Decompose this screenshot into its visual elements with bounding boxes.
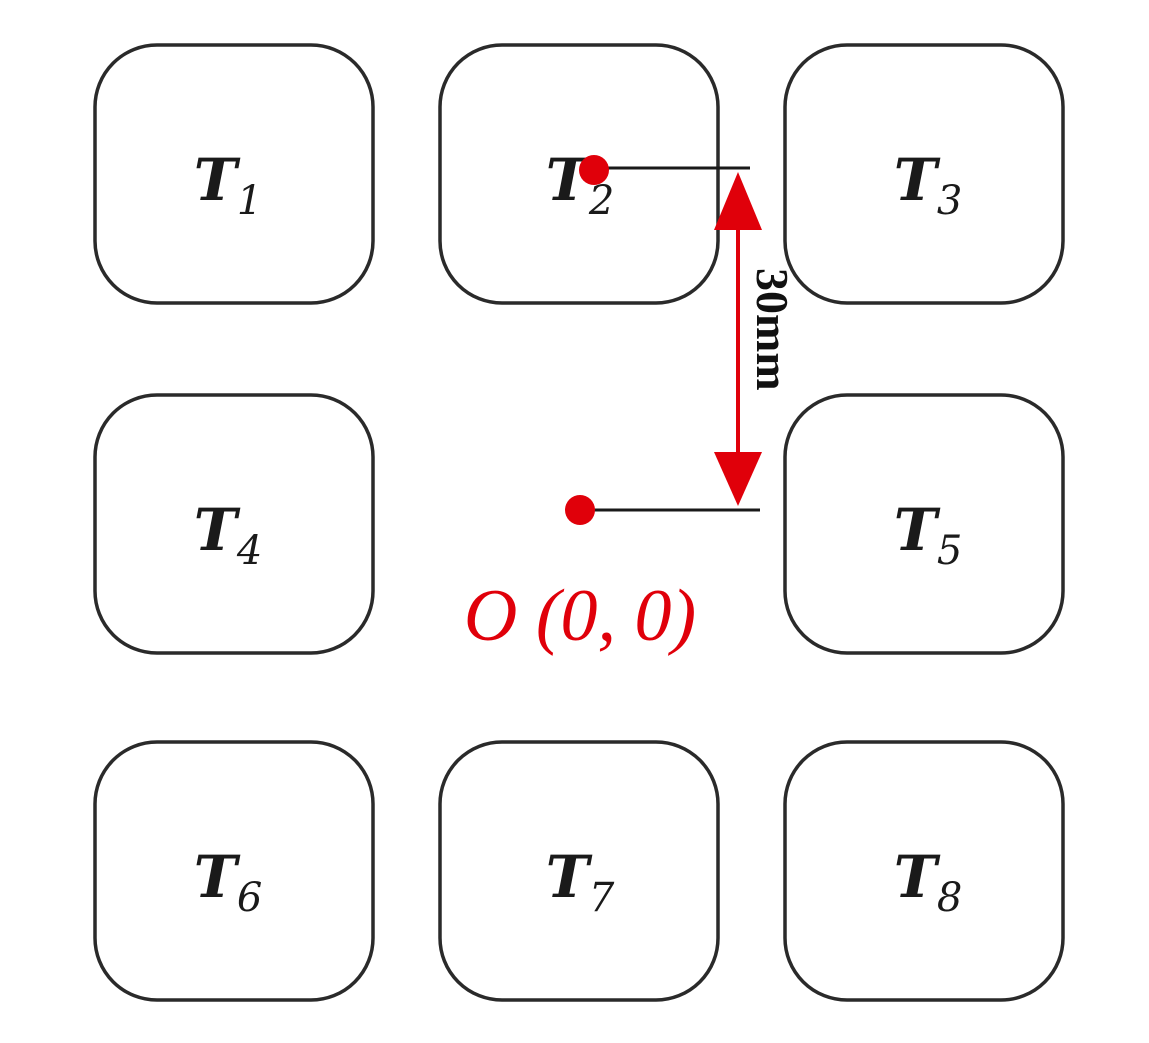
tile-t2: T2	[438, 43, 720, 305]
tile-t1-label: T1	[194, 146, 263, 224]
tile-t3-label: T3	[894, 146, 963, 224]
tile-t7-label: T7	[546, 843, 615, 921]
tile-t5: T5	[783, 393, 1065, 655]
tile-t1: T1	[93, 43, 375, 305]
dimension-label: 30mm	[747, 268, 798, 391]
arrow-head-down-icon	[714, 452, 762, 506]
tile-t2-label: T2	[546, 146, 615, 224]
tile-t4-label: T4	[194, 496, 263, 574]
tile-t8-label: T8	[894, 843, 963, 921]
dimension-arrow	[714, 172, 762, 506]
tile-t8: T8	[783, 740, 1065, 1002]
origin-label: O (0, 0)	[464, 575, 696, 657]
tile-t7: T7	[438, 740, 720, 1002]
tile-t5-label: T5	[894, 496, 963, 574]
origin-point	[565, 495, 595, 525]
tile-t3: T3	[783, 43, 1065, 305]
tile-t6-label: T6	[194, 843, 263, 921]
arrow-head-up-icon	[714, 172, 762, 230]
center-point-t2	[579, 155, 609, 185]
tile-t4: T4	[93, 393, 375, 655]
tile-t6: T6	[93, 740, 375, 1002]
